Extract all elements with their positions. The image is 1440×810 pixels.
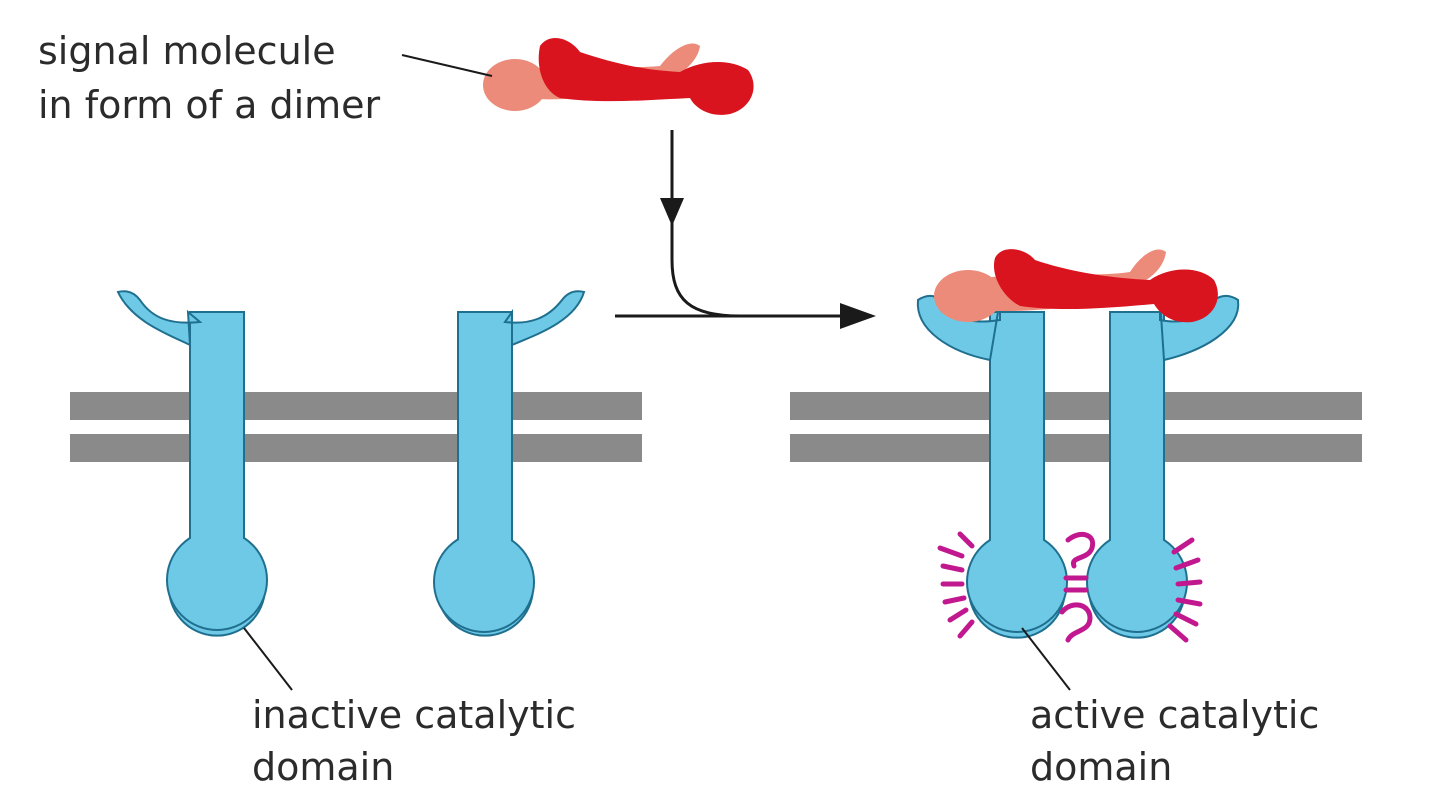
bound-signal-dimer: [934, 249, 1218, 323]
receptor-active-left: [916, 294, 1068, 639]
membrane-left: [70, 392, 642, 462]
signal-label-line2: in form of a dimer: [38, 83, 381, 127]
active-leader-line: [1021, 627, 1071, 691]
inactive-label-line2: domain: [252, 745, 394, 789]
membrane-right: [790, 392, 1362, 462]
receptor-active-right: [1086, 294, 1240, 639]
active-label-line2: domain: [1030, 745, 1172, 789]
inactive-label-line1: inactive catalytic: [252, 693, 576, 737]
signal-leader-line: [401, 54, 493, 77]
active-label-line1: active catalytic: [1030, 693, 1319, 737]
signal-label-line1: signal molecule: [38, 29, 336, 73]
receptor-inactive-left: [116, 290, 268, 637]
activity-marks-icon: [937, 531, 1203, 643]
arrow-down-then-right: [615, 130, 876, 329]
receptor-inactive-right: [433, 290, 586, 637]
signal-molecule-dimer: [483, 38, 754, 115]
inactive-leader-line: [243, 627, 293, 691]
